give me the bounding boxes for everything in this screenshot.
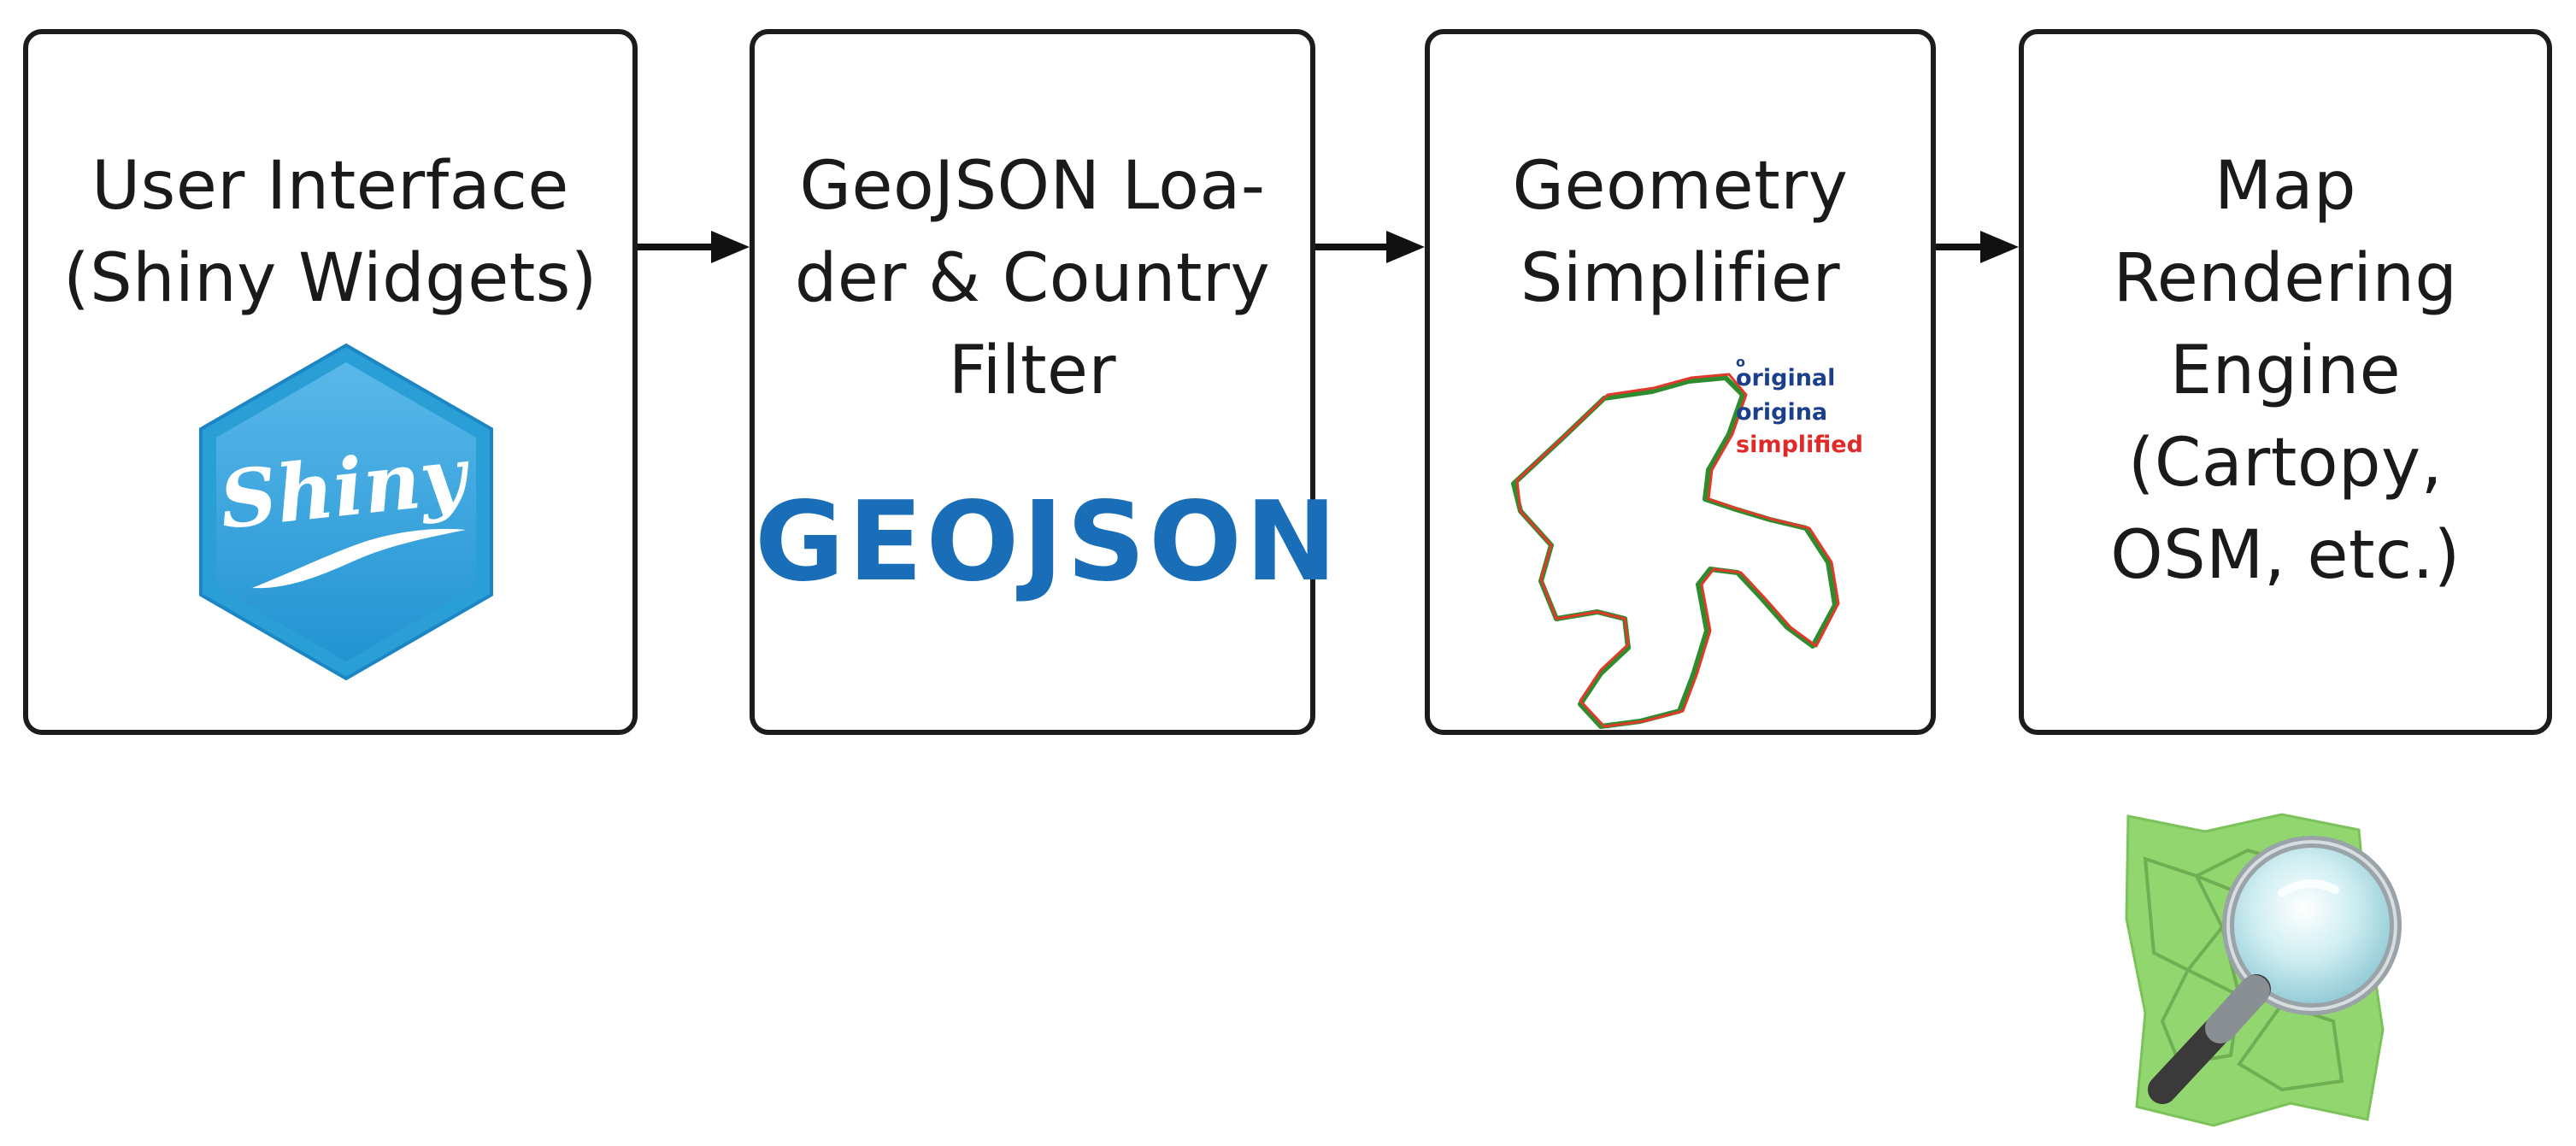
node-title-map-rendering: Map Rendering Engine (Cartopy, OSM, etc.…	[2110, 148, 2461, 594]
geometry-shape-illustration	[1511, 373, 1840, 729]
shiny-logo: Shiny	[199, 343, 493, 681]
node-title-geojson-loader: GeoJSON Loa- der & Country Filter	[794, 148, 1271, 409]
edge-ui-to-loader	[638, 231, 750, 263]
node-user-interface: User Interface (Shiny Widgets) Shiny	[23, 29, 638, 735]
node-geojson-loader: GeoJSON Loa- der & Country Filter GEOJSO…	[750, 29, 1341, 735]
geometry-legend-original-2: origina	[1736, 399, 1828, 426]
simplified-outline	[1515, 373, 1840, 728]
geometry-legend-simplified: simplified	[1736, 432, 1863, 458]
geometry-legend-sup: o	[1736, 354, 1745, 370]
edge-geometry-to-map	[1936, 231, 2019, 263]
node-map-rendering: Map Rendering Engine (Cartopy, OSM, etc.…	[2019, 29, 2552, 735]
node-title-user-interface: User Interface (Shiny Widgets)	[63, 148, 597, 317]
geojson-logo: GEOJSON	[755, 479, 1341, 606]
node-title-geometry-simplifier: Geometry Simplifier	[1512, 148, 1849, 317]
openstreetmap-logo-icon	[2125, 813, 2402, 1127]
geometry-legend-original: original	[1736, 365, 1836, 391]
node-geometry-simplifier: Geometry Simplifier o original origina s…	[1425, 29, 1936, 735]
edge-loader-to-geometry	[1315, 231, 1425, 263]
